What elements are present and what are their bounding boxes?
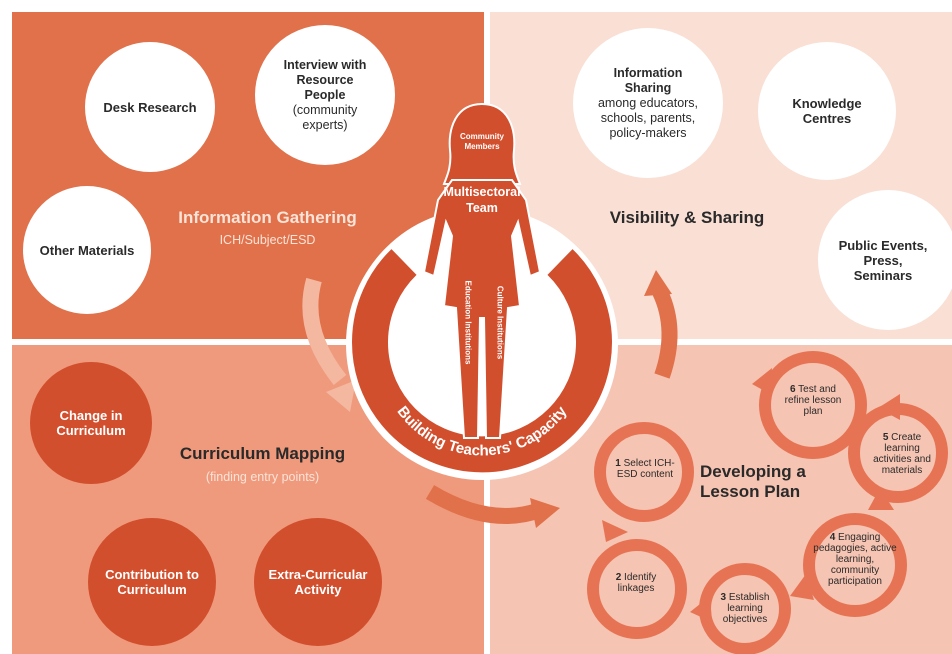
step-2-label: 2 Identify linkages xyxy=(605,572,667,594)
interview-subtitle: (community experts) xyxy=(292,102,358,132)
desk-research-bubble: Desk Research xyxy=(85,42,215,172)
flow-arrow-mapping-to-lesson xyxy=(425,485,543,524)
desk-research-label: Desk Research xyxy=(103,99,197,115)
step-4-number: 4 xyxy=(829,532,836,543)
extra-curricular-label: Extra-Curricular Activity xyxy=(268,567,368,597)
step-1-ring xyxy=(594,422,694,522)
step-1-label: 1 Select ICH-ESD content xyxy=(610,458,680,480)
flow-arrowhead xyxy=(644,270,672,296)
knowledge-centres-bubble: Knowledge Centres xyxy=(758,42,896,180)
step-3-text: Establish learning objectives xyxy=(722,592,770,625)
person-figure xyxy=(422,102,542,439)
other-materials-bubble: Other Materials xyxy=(23,186,151,314)
information-sharing-title: Information Sharing xyxy=(613,65,683,95)
lesson-plan-title: Developing a Lesson Plan xyxy=(700,462,806,501)
interview-bubble: Interview with Resource People (communit… xyxy=(255,25,395,165)
curriculum-mapping-title: Curriculum Mapping xyxy=(179,444,346,463)
change-in-curriculum-label: Change in Curriculum xyxy=(56,408,126,438)
knowledge-centres-label: Knowledge Centres xyxy=(792,96,862,126)
information-gathering-title: Information Gathering xyxy=(178,208,357,227)
flow-arrowhead xyxy=(530,498,560,528)
step-2-number: 2 xyxy=(615,572,622,583)
step-2-ring xyxy=(587,539,687,639)
step-5-label: 5 Create learning activities and materia… xyxy=(870,432,934,476)
interview-title: Interview with Resource People xyxy=(283,57,367,102)
curriculum-mapping-subtitle: (finding entry points) xyxy=(205,470,320,484)
step-1-text: Select ICH-ESD content xyxy=(616,458,675,480)
step-1-number: 1 xyxy=(615,458,621,469)
step-4-label: 4 Engaging pedagogies, active learning, … xyxy=(812,532,898,587)
step-6-text: Test and refine lesson plan xyxy=(784,384,842,417)
information-gathering-subtitle: ICH/Subject/ESD xyxy=(219,233,316,247)
cycle-arrowhead xyxy=(602,520,628,542)
community-members-label: Community Members xyxy=(460,132,504,151)
cycle-arrowhead xyxy=(878,394,900,420)
visibility-sharing-title: Visibility & Sharing xyxy=(609,208,765,227)
multisectoral-team-label: Multisectoral Team xyxy=(443,185,521,215)
step-6-label: 6 Test and refine lesson plan xyxy=(780,384,846,417)
public-events-label: Public Events, Press, Seminars xyxy=(838,237,928,283)
extra-curricular-bubble: Extra-Curricular Activity xyxy=(254,518,382,646)
step-6-number: 6 xyxy=(790,384,796,395)
step-5-number: 5 xyxy=(882,432,889,443)
step-5-text: Create learning activities and materials xyxy=(873,432,931,476)
information-sharing-subtitle: among educators, schools, parents, polic… xyxy=(597,95,699,140)
culture-institutions-label: Culture Institutions xyxy=(495,285,505,360)
other-materials-label: Other Materials xyxy=(39,242,135,258)
flow-arrow-lesson-to-sharing xyxy=(652,288,678,379)
cycle-arrowhead xyxy=(790,574,814,600)
flow-arrow-gathering-to-mapping xyxy=(302,277,347,385)
capacity-arc xyxy=(352,249,612,473)
step-4-text: Engaging pedagogies, active learning, co… xyxy=(813,532,897,587)
public-events-bubble: Public Events, Press, Seminars xyxy=(818,190,952,330)
flow-arrowhead xyxy=(326,380,356,412)
step-3-label: 3 Establish learning objectives xyxy=(712,592,778,625)
step-4-ring xyxy=(803,513,907,617)
step-6-ring xyxy=(759,351,867,459)
change-in-curriculum-bubble: Change in Curriculum xyxy=(30,362,152,484)
cycle-arrowhead xyxy=(690,596,712,622)
cycle-arrowhead xyxy=(868,488,894,510)
cycle-arrowhead xyxy=(752,368,772,394)
information-sharing-bubble: Information Sharing among educators, sch… xyxy=(573,28,723,178)
education-institutions-label: Education Institutions xyxy=(463,280,473,365)
contribution-label: Contribution to Curriculum xyxy=(105,567,199,597)
contribution-bubble: Contribution to Curriculum xyxy=(88,518,216,646)
step-2-text: Identify linkages xyxy=(617,572,657,594)
step-3-number: 3 xyxy=(720,592,727,603)
